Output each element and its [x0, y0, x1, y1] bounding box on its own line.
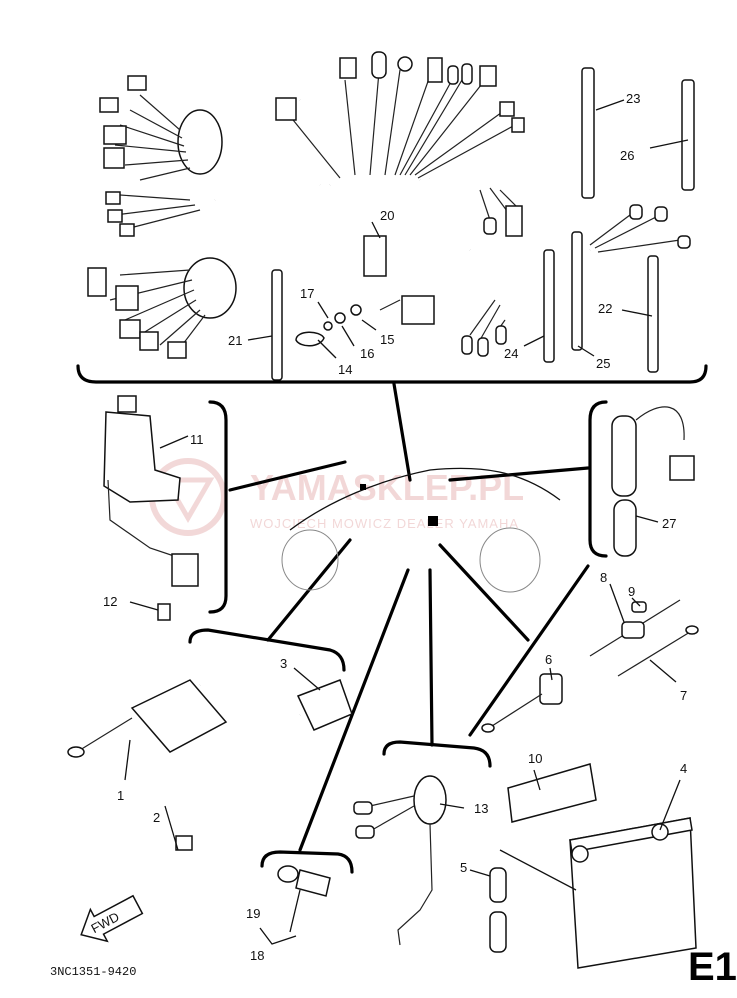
drawing-code: 3NC1351-9420: [50, 965, 136, 979]
watermark-title: YAMASKLEP.PL: [250, 467, 524, 508]
part-label-14: 14: [338, 362, 352, 377]
part-label-21: 21: [228, 333, 242, 348]
watermark-subtitle: WOJCIECH MOWICZ DEALER YAMAHA: [250, 516, 519, 531]
part-label-6: 6: [545, 652, 552, 667]
part-label-10: 10: [528, 751, 542, 766]
battery-group: [489, 763, 697, 969]
leader-lines: [124, 99, 689, 945]
part-label-15: 15: [380, 332, 394, 347]
part-label-9: 9: [628, 584, 635, 599]
part-label-22: 22: [598, 301, 612, 316]
part-label-2: 2: [153, 810, 160, 825]
part-label-26: 26: [620, 148, 634, 163]
fwd-arrow: FWD: [80, 894, 144, 943]
part-label-7: 7: [680, 688, 687, 703]
part-label-8: 8: [600, 570, 607, 585]
group-1-2-3: [67, 628, 353, 851]
part-label-1: 1: [117, 788, 124, 803]
part-label-27: 27: [662, 516, 676, 531]
group-6-9: [481, 599, 699, 733]
part-label-19: 19: [246, 906, 260, 921]
part-label-11: 11: [190, 432, 204, 447]
watermark: YAMASKLEP.PL WOJCIECH MOWICZ DEALER YAMA…: [149, 458, 524, 536]
part-label-3: 3: [280, 656, 287, 671]
part-label-23: 23: [626, 91, 640, 106]
part-label-18: 18: [250, 948, 264, 963]
part-label-17: 17: [300, 286, 314, 301]
part-label-25: 25: [596, 356, 610, 371]
part-labels: 1 2 3 4 5 6 7 8 9 10 11 12 13 14 15 16 1…: [103, 91, 687, 963]
part-label-20: 20: [380, 208, 394, 223]
part-label-12: 12: [103, 594, 117, 609]
connection-lines: [228, 382, 590, 852]
part-label-24: 24: [504, 346, 518, 361]
part-label-13: 13: [474, 801, 488, 816]
wire-harness: [87, 51, 691, 359]
cable-ties: [271, 67, 695, 381]
page-code: E1: [688, 945, 737, 989]
part-label-4: 4: [680, 761, 687, 776]
harness-group-bracket: [76, 364, 708, 384]
part-label-16: 16: [360, 346, 374, 361]
group-11-12: [103, 395, 228, 621]
group-27: [588, 400, 695, 558]
part-label-5: 5: [460, 860, 467, 875]
group-13-18-19: [260, 740, 492, 946]
